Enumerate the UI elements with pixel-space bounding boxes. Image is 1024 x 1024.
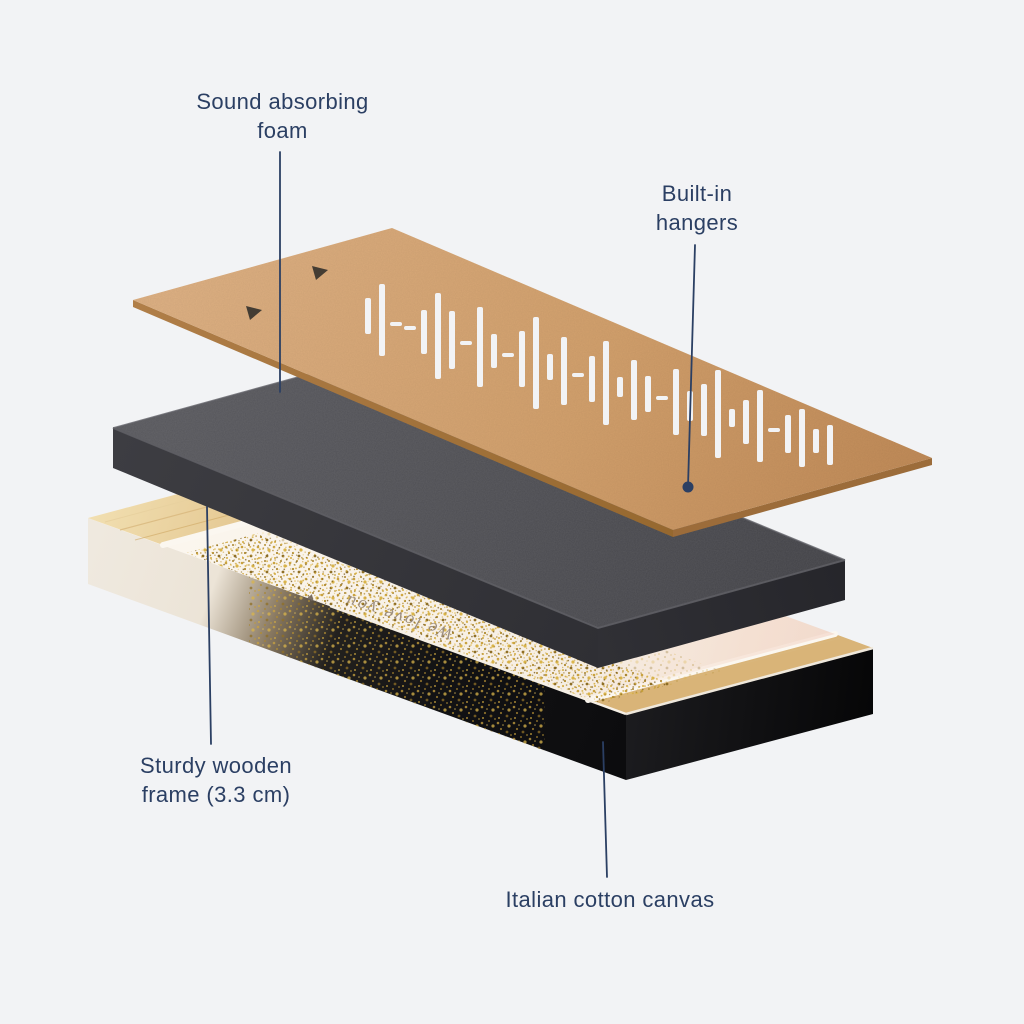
foam-texture <box>113 360 845 628</box>
panel-cut-mark <box>246 306 262 320</box>
label-italian-cotton-canvas: Italian cotton canvas <box>505 887 715 912</box>
canvas-front-glitter <box>249 577 545 751</box>
acoustic-panel-layer <box>133 228 932 537</box>
leader-line-canvas <box>602 741 608 878</box>
leader-line-hangers <box>687 244 696 488</box>
foam-layer <box>112 359 846 668</box>
wood-stretcher-right <box>588 634 873 714</box>
panel-texture <box>133 228 932 530</box>
label-built-in-hangers: Built-in hangers <box>655 181 739 235</box>
label-sound-absorbing-foam: Sound absorbing foam <box>196 89 369 143</box>
soundwave-cutouts <box>365 284 833 467</box>
leader-lines <box>206 151 696 878</box>
artwork-heart-icon: ♥ <box>305 590 316 606</box>
panel-cut-mark <box>312 266 328 280</box>
panel-front-edge <box>133 300 673 537</box>
canvas-fold-highlight-right <box>625 646 874 716</box>
panel-right-edge <box>673 458 932 537</box>
label-sturdy-wooden-frame: Sturdy wooden frame (3.3 cm) <box>140 753 292 807</box>
pointer-dot-hangers <box>682 481 694 493</box>
canvas-right-side <box>626 648 873 780</box>
leader-line-frame <box>206 506 212 745</box>
foam-right-side <box>598 560 845 668</box>
foam-front-side <box>113 428 598 668</box>
canvas-fold-highlight-front <box>329 604 627 716</box>
foam-edge-highlight-front <box>112 427 846 630</box>
canvas-glitter-dense2 <box>185 533 673 704</box>
